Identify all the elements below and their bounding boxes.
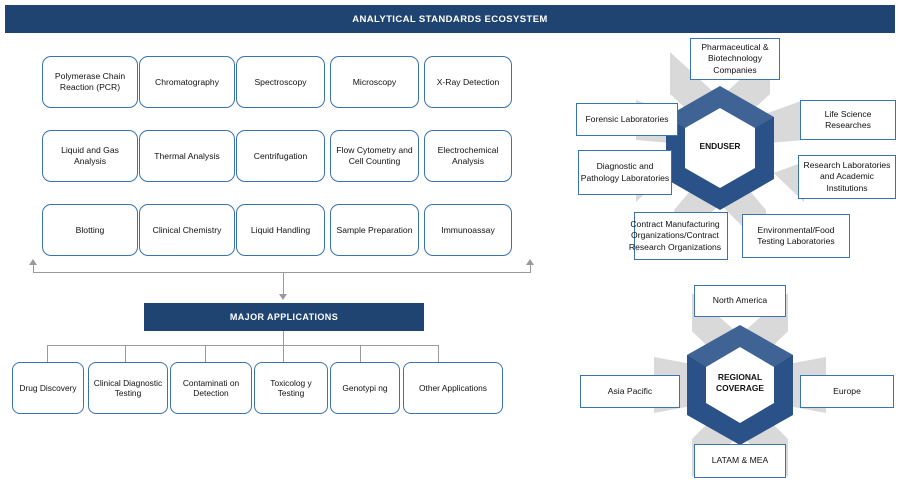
technique-box[interactable]: Clinical Chemistry [139, 204, 235, 256]
enduser-node-diagnostic-pathology-laboratories[interactable]: Diagnostic and Pathology Laboratories [578, 150, 672, 195]
tree-trunk-line [283, 331, 284, 345]
technique-box[interactable]: Blotting [42, 204, 138, 256]
regional-hexagon-inner [706, 347, 774, 423]
technique-box[interactable]: Centrifugation [236, 130, 325, 182]
application-box[interactable]: Genotypi ng [330, 362, 400, 414]
regional-node-latam-mea[interactable]: LATAM & MEA [694, 444, 786, 478]
technique-box[interactable]: Chromatography [139, 56, 235, 108]
enduser-hexagon-inner [685, 108, 755, 188]
major-applications-title-bar: MAJOR APPLICATIONS [144, 303, 424, 331]
enduser-node-environmental-food-testing-laboratories[interactable]: Environmental/Food Testing Laboratories [742, 214, 850, 258]
enduser-node-research-laboratories-academic-institutions[interactable]: Research Laboratories and Academic Insti… [798, 155, 896, 199]
technique-box[interactable]: Electrochemical Analysis [424, 130, 512, 182]
technique-box[interactable]: X-Ray Detection [424, 56, 512, 108]
bracket-right-stem [530, 265, 531, 273]
tree-drop-line [438, 345, 439, 362]
enduser-node-contract-manufacturing-research-organizations[interactable]: Contract Manufacturing Organizations/Con… [629, 212, 728, 260]
tree-horizontal-line [47, 345, 438, 346]
technique-box[interactable]: Thermal Analysis [139, 130, 235, 182]
regional-node-europe[interactable]: Europe [800, 375, 894, 408]
page-title-banner: ANALYTICAL STANDARDS ECOSYSTEM [5, 5, 895, 33]
technique-box[interactable]: Polymerase Chain Reaction (PCR) [42, 56, 138, 108]
enduser-node-forensic-laboratories[interactable]: Forensic Laboratories [576, 103, 678, 136]
application-box[interactable]: Other Applications [403, 362, 503, 414]
regional-node-asia-pacific[interactable]: Asia Pacific [580, 375, 680, 408]
tree-drop-line [360, 345, 361, 362]
enduser-node-overflow-text: Contract Manufacturing Organizations/Con… [628, 219, 722, 252]
regional-node-north-america[interactable]: North America [694, 285, 786, 317]
enduser-node-life-science-researches[interactable]: Life Science Researches [800, 100, 896, 140]
technique-box[interactable]: Spectroscopy [236, 56, 325, 108]
technique-box[interactable]: Microscopy [330, 56, 419, 108]
bracket-left-arrow-icon [29, 259, 37, 265]
application-box[interactable]: Drug Discovery [12, 362, 84, 414]
bracket-horizontal-line [33, 272, 531, 273]
bracket-down-arrow-icon [279, 294, 287, 300]
application-box[interactable]: Contaminati on Detection [170, 362, 252, 414]
tree-drop-line [125, 345, 126, 362]
tree-drop-line [47, 345, 48, 362]
technique-box[interactable]: Flow Cytometry and Cell Counting [330, 130, 419, 182]
regional-hex-cluster: REGIONAL COVERAGE [650, 293, 830, 477]
bracket-left-stem [33, 265, 34, 273]
technique-box[interactable]: Liquid and Gas Analysis [42, 130, 138, 182]
technique-box[interactable]: Immunoassay [424, 204, 512, 256]
enduser-node-pharmaceutical-biotechnology-companies[interactable]: Pharmaceutical & Biotechnology Companies [690, 38, 780, 80]
tree-drop-line [205, 345, 206, 362]
tree-drop-line [283, 345, 284, 362]
bracket-down-stem [283, 272, 284, 295]
technique-box[interactable]: Sample Preparation [330, 204, 419, 256]
application-box[interactable]: Clinical Diagnostic Testing [88, 362, 168, 414]
application-box[interactable]: Toxicolog y Testing [254, 362, 328, 414]
technique-box[interactable]: Liquid Handling [236, 204, 325, 256]
bracket-right-arrow-icon [526, 259, 534, 265]
